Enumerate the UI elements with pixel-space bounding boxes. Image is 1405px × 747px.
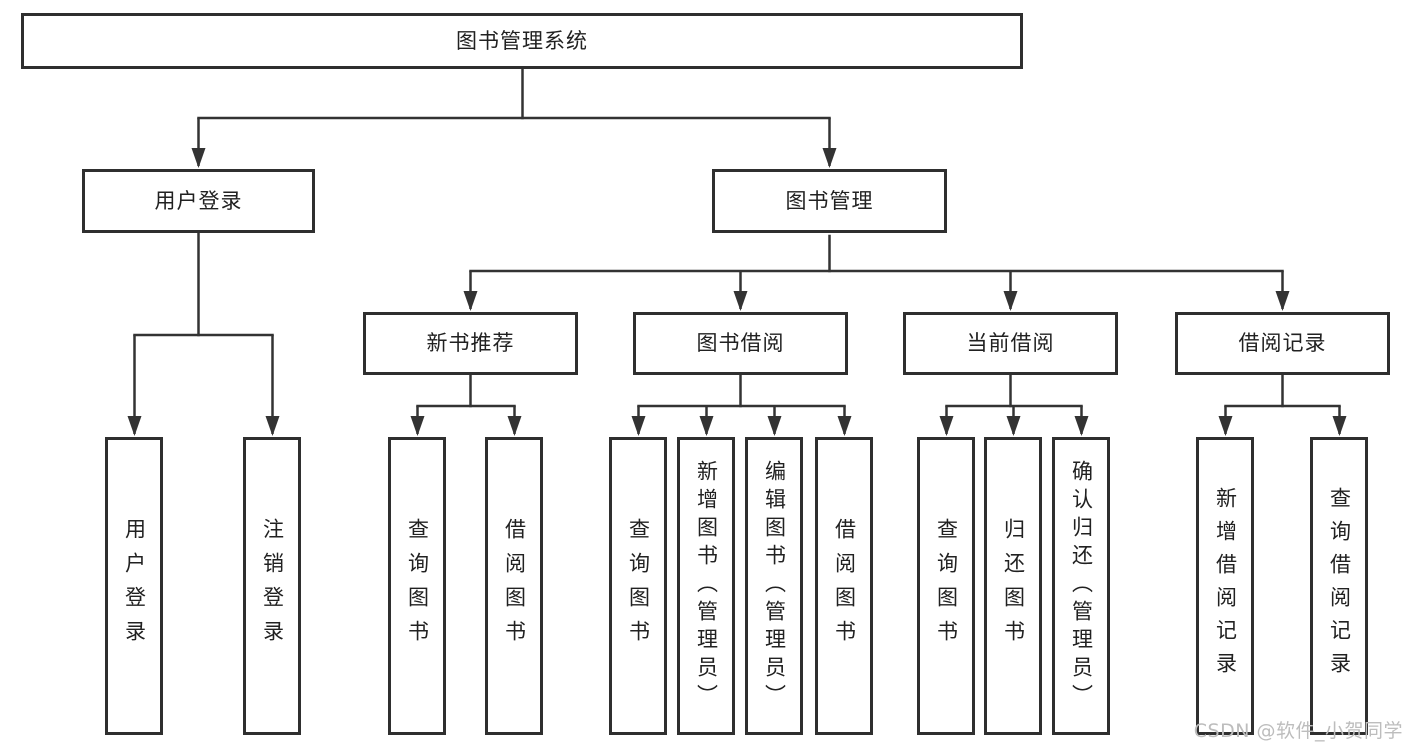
connector-root-to-level2 <box>191 67 837 168</box>
node-user-login: 用户登录 <box>82 169 315 233</box>
node-library-management-system: 图书管理系统 <box>21 13 1023 69</box>
node-book-management: 图书管理 <box>712 169 947 233</box>
leaf-query-books-borrowing: 查询图书 <box>609 437 667 735</box>
node-borrowing-records: 借阅记录 <box>1175 312 1390 375</box>
leaf-query-borrow-record: 查询借阅记录 <box>1310 437 1368 735</box>
node-current-borrowing: 当前借阅 <box>903 312 1118 375</box>
connector-book-management-children <box>463 234 1290 311</box>
connector-user-login-children <box>127 231 280 436</box>
node-book-borrowing: 图书借阅 <box>633 312 848 375</box>
node-new-book-recommendation: 新书推荐 <box>363 312 578 375</box>
leaf-add-book-admin: 新增图书（管理员） <box>677 437 735 735</box>
leaf-query-books-recommend: 查询图书 <box>388 437 446 735</box>
leaf-logout: 注销登录 <box>243 437 301 735</box>
connector-recommendation-children <box>410 373 522 436</box>
leaf-user-login: 用户登录 <box>105 437 163 735</box>
connector-borrowing-children <box>631 373 852 436</box>
leaf-confirm-return-admin: 确认归还（管理员） <box>1052 437 1110 735</box>
connector-current-borrowing-children <box>939 373 1089 436</box>
watermark: CSDN @软件_小贺同学 <box>1193 720 1403 742</box>
leaf-add-borrow-record: 新增借阅记录 <box>1196 437 1254 735</box>
leaf-query-books-current: 查询图书 <box>917 437 975 735</box>
leaf-return-book: 归还图书 <box>984 437 1042 735</box>
leaf-edit-book-admin: 编辑图书（管理员） <box>745 437 803 735</box>
leaf-borrow-books-recommend: 借阅图书 <box>485 437 543 735</box>
leaf-borrow-books-borrowing: 借阅图书 <box>815 437 873 735</box>
connector-records-children <box>1218 373 1347 436</box>
